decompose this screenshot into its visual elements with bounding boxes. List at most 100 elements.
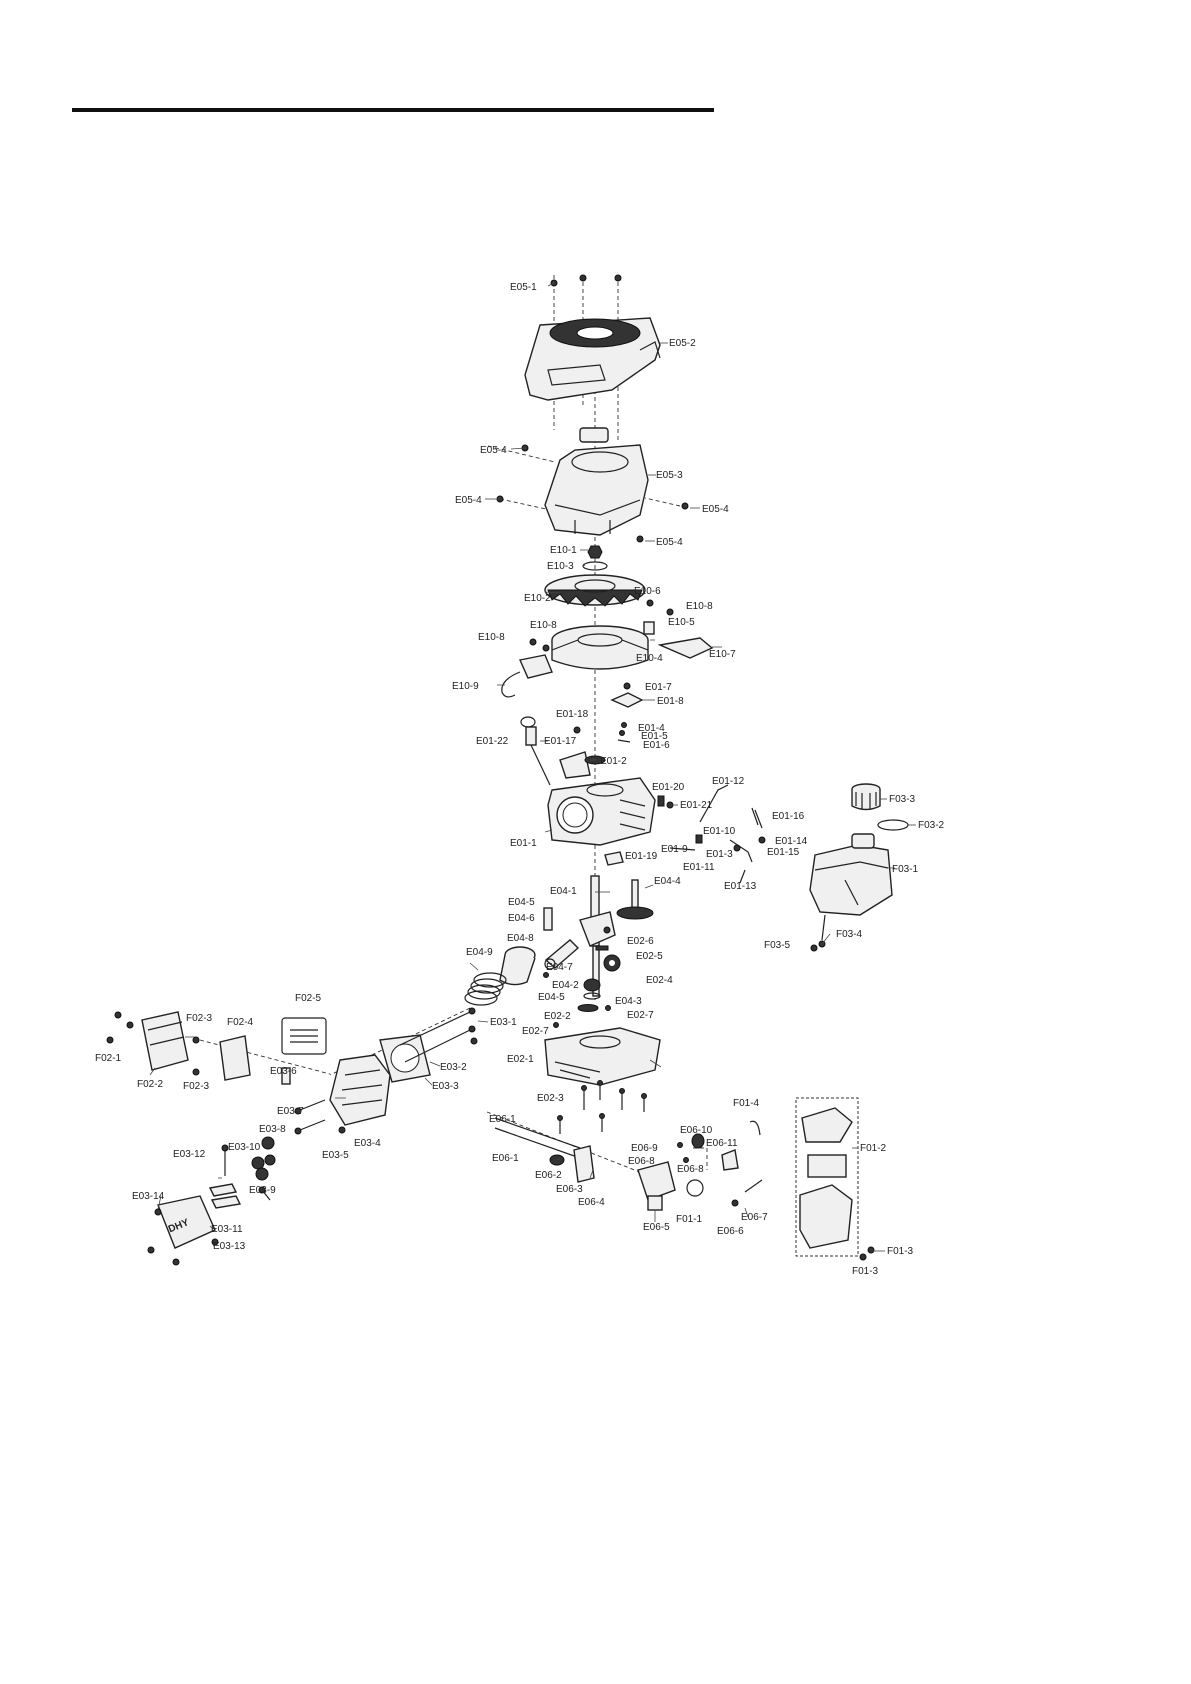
piston-pin [543, 907, 553, 931]
screw-icon [192, 1068, 200, 1076]
hose-clamp [731, 1199, 739, 1207]
spring-part [595, 945, 609, 951]
governor-shaft [604, 851, 624, 866]
oil-seal [577, 1004, 599, 1012]
label-e03-1: E03-1 [490, 1017, 517, 1028]
label-e01-14: E01-14 [775, 836, 808, 847]
label-f03-3: F03-3 [889, 794, 916, 805]
dipstick [520, 716, 551, 786]
label-e03-4: E03-4 [354, 1138, 381, 1149]
screw-icon [573, 726, 581, 734]
label-e04-5: E04-5 [508, 897, 535, 908]
label-e01-12: E01-12 [712, 776, 745, 787]
label-e03-8: E03-8 [259, 1124, 286, 1135]
label-e03-10: E03-10 [228, 1142, 261, 1153]
part-labels: E05-1 E05-2 E05-4 E05-3 E05-4 E05-4 E05-… [95, 282, 945, 1277]
blower-cover [524, 317, 661, 401]
label-e02-4: E02-4 [646, 975, 673, 986]
label-e03-3: E03-3 [432, 1081, 459, 1092]
label-e10-6: E10-6 [634, 586, 661, 597]
label-f03-1: F03-1 [892, 864, 919, 875]
label-e01-22: E01-22 [476, 736, 509, 747]
label-e05-3: E05-3 [656, 470, 683, 481]
label-e05-2: E05-2 [669, 338, 696, 349]
label-e10-4: E10-4 [636, 653, 663, 664]
head-bolts [399, 1007, 478, 1063]
label-f01-1: F01-1 [676, 1214, 703, 1225]
label-e03-9: E03-9 [249, 1185, 276, 1196]
label-e06-11: E06-11 [706, 1138, 738, 1149]
label-e01-17: E01-17 [544, 736, 577, 747]
label-e10-8: E10-8 [686, 601, 713, 612]
label-f02-5: F02-5 [295, 993, 322, 1004]
label-e01-1: E01-1 [510, 838, 537, 849]
flywheel-fan [544, 574, 646, 607]
oil-pump [603, 954, 621, 972]
cam-gear [616, 879, 654, 920]
label-e01-9: E01-9 [661, 844, 688, 855]
label-e01-18: E01-18 [556, 709, 589, 720]
label-e01-6: E01-6 [643, 740, 670, 751]
screw-icon [603, 926, 611, 934]
label-e06-10: E06-10 [680, 1125, 713, 1136]
screw-icon [683, 1157, 689, 1163]
label-e04-2: E04-2 [552, 980, 579, 991]
label-e02-1: E02-1 [507, 1054, 534, 1065]
label-e06-8: E06-8 [628, 1156, 655, 1167]
screw-icon [867, 1246, 875, 1254]
label-f03-5: F03-5 [764, 940, 791, 951]
label-e10-7: E10-7 [709, 649, 736, 660]
label-e04-8: E04-8 [507, 933, 534, 944]
label-e06-7: E06-7 [741, 1212, 768, 1223]
label-e06-1: E06-1 [489, 1114, 516, 1125]
choke-part [691, 1133, 705, 1149]
label-e06-4: E06-4 [578, 1197, 605, 1208]
label-e03-2: E03-2 [440, 1062, 467, 1073]
label-e05-1: E05-1 [510, 282, 537, 293]
label-e01-19: E01-19 [625, 851, 658, 862]
label-e01-2: E01-2 [600, 756, 627, 767]
label-e10-9: E10-9 [452, 681, 479, 692]
label-e05-4: E05-4 [455, 495, 482, 506]
label-e10-2: E10-2 [524, 593, 551, 604]
label-e04-1: E04-1 [550, 886, 577, 897]
header-rule [72, 108, 714, 112]
guide-plate [559, 751, 591, 779]
breather-tube [721, 1149, 739, 1171]
label-e06-3: E06-3 [556, 1184, 583, 1195]
fuel-tank [809, 833, 893, 916]
intake-studs [494, 1117, 581, 1159]
crankshaft [579, 875, 616, 997]
screw-icon [106, 1036, 114, 1044]
dowel-pin [553, 1022, 559, 1028]
fuel-tank-outlet [821, 914, 826, 941]
label-e01-8: E01-8 [657, 696, 684, 707]
bearing [583, 978, 601, 992]
screw-icon [154, 1208, 162, 1216]
muffler [141, 1011, 189, 1071]
screw-icon [543, 972, 549, 978]
screw-icon [192, 1036, 200, 1044]
screw-icon [614, 274, 622, 282]
label-e01-16: E01-16 [772, 811, 805, 822]
spark-plug [281, 1067, 291, 1085]
label-e01-13: E01-13 [724, 881, 757, 892]
muffler-gasket [281, 1017, 327, 1055]
label-e05-4: E05-4 [656, 537, 683, 548]
governor-part [657, 795, 665, 807]
label-e01-7: E01-7 [645, 682, 672, 693]
breather-part [621, 722, 627, 728]
brake-assembly [643, 599, 714, 659]
label-e03-6: E03-6 [270, 1066, 297, 1077]
label-e02-5: E02-5 [636, 951, 663, 962]
screw-icon [579, 274, 587, 282]
label-e06-2: E06-2 [535, 1170, 562, 1181]
screw-icon [681, 502, 689, 510]
fuel-cap-gasket [877, 819, 909, 831]
label-e01-5: E01-5 [641, 731, 668, 742]
label-e01-21: E01-21 [680, 800, 713, 811]
label-e03-5: E03-5 [322, 1150, 349, 1161]
governor-linkage [669, 784, 766, 884]
screw-icon [859, 1253, 867, 1261]
